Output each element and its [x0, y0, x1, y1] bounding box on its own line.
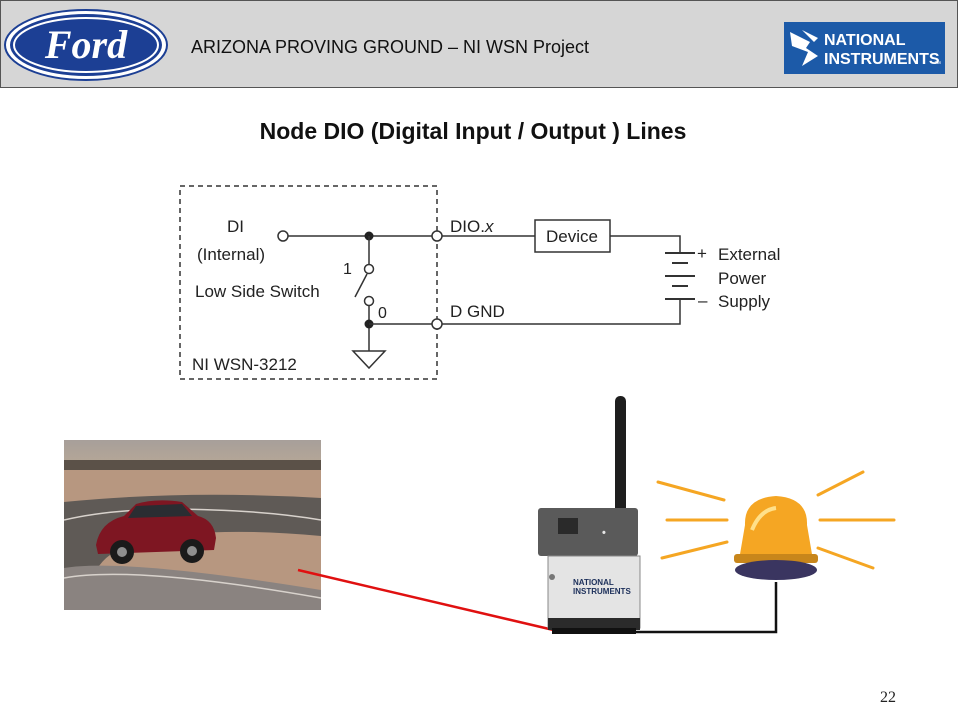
ford-logo-text: Ford [44, 22, 128, 67]
switch-position-0: 0 [378, 305, 387, 322]
dgnd-label: D GND [450, 302, 505, 321]
device-logo-line2: INSTRUMENTS [573, 587, 631, 596]
page-number: 22 [880, 689, 896, 706]
node-and-beacon-illustration: • NATIONAL INSTRUMENTS [297, 396, 896, 634]
red-signal-wire [297, 568, 563, 634]
di-terminal [277, 230, 289, 242]
black-output-wire [630, 582, 778, 634]
device-box [534, 219, 611, 253]
ford-logo: Ford [4, 9, 168, 81]
test-track-car-photo [64, 440, 321, 610]
slide-header: Ford ARIZONA PROVING GROUND – NI WSN Pro… [0, 0, 958, 88]
svg-text:•: • [602, 527, 606, 539]
red-car [96, 500, 216, 564]
supply-label-line3: Supply [718, 292, 770, 311]
dio-terminal [431, 230, 443, 242]
switch-blade [354, 273, 368, 298]
di-internal-label: (Internal) [197, 245, 265, 264]
supply-label-line1: External [718, 245, 780, 264]
switch-label: Low Side Switch [195, 282, 320, 301]
dio-label: DIO.x [450, 217, 494, 236]
wsn-node-device: • NATIONAL INSTRUMENTS [538, 396, 641, 634]
node-model-label: NI WSN-3212 [192, 355, 297, 374]
dgnd-terminal [431, 318, 443, 330]
slide-title: Node DIO (Digital Input / Output ) Lines [259, 118, 687, 144]
dio-wiring-diagram: DI (Internal) Low Side Switch 1 0 NI WSN… [179, 185, 780, 380]
ni-logo-line2: INSTRUMENTS [824, 51, 940, 68]
amber-warning-beacon [734, 496, 818, 580]
battery-icon [665, 252, 695, 300]
ni-logo: NATIONAL INSTRUMENTS ™ [784, 22, 945, 74]
node-boundary [179, 185, 438, 380]
supply-minus: – [698, 291, 708, 310]
antenna-icon [615, 396, 626, 514]
device-label: Device [546, 227, 598, 246]
ground-icon [351, 350, 387, 370]
switch-contact-1 [363, 263, 375, 275]
switch-position-1: 1 [343, 261, 352, 278]
di-label: DI [227, 217, 244, 236]
device-logo-line1: NATIONAL [573, 578, 614, 587]
supply-plus: + [697, 244, 707, 263]
beacon-light-rays [656, 470, 896, 570]
supply-label-line2: Power [718, 269, 767, 288]
ni-eagle-icon [790, 30, 818, 66]
ni-logo-trademark: ™ [934, 61, 941, 68]
header-title: ARIZONA PROVING GROUND – NI WSN Project [191, 37, 590, 57]
ni-logo-line1: NATIONAL [824, 32, 906, 49]
switch-contact-0 [363, 295, 375, 307]
